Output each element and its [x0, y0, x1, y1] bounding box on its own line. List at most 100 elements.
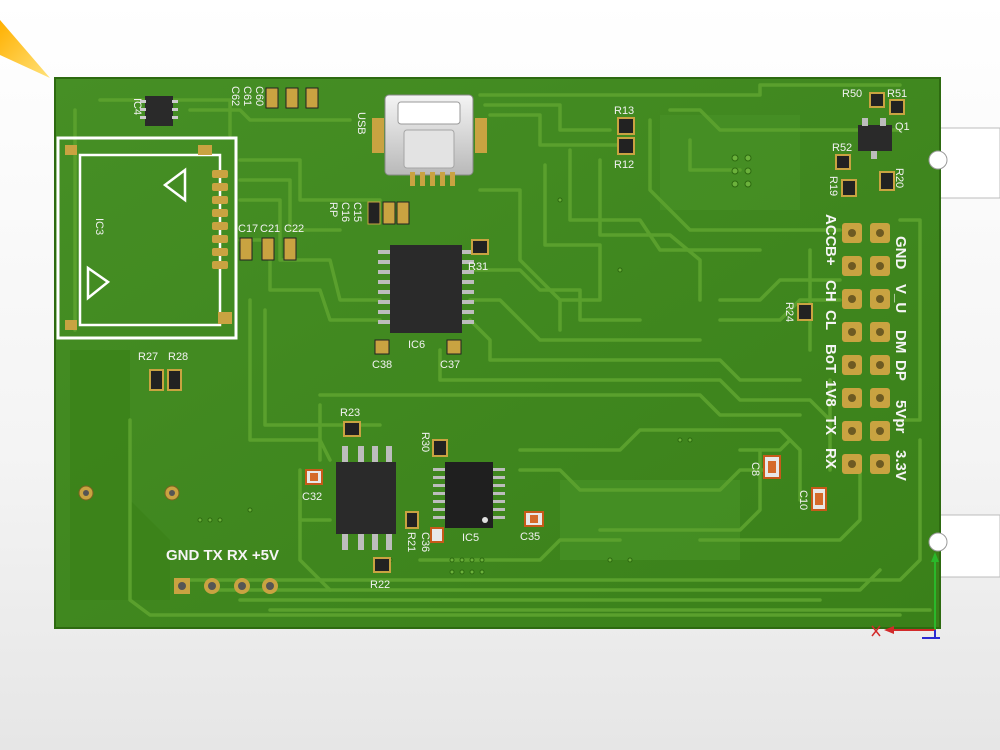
label-r22: R22 — [370, 579, 390, 591]
header-pad-hole — [876, 394, 884, 402]
label-r31: R31 — [468, 261, 488, 273]
label-c22: C22 — [284, 223, 304, 235]
q1-transistor — [858, 118, 892, 159]
label-c38: C38 — [372, 359, 392, 371]
header-right-label: 5Vpr — [892, 400, 909, 434]
label-r52: R52 — [832, 142, 852, 154]
label-ic6: IC6 — [408, 339, 425, 351]
label-r20: R20 — [893, 168, 905, 188]
label-r28: R28 — [168, 351, 188, 363]
label-c62: C62 — [229, 86, 241, 106]
resistor-r51 — [889, 99, 905, 115]
header-left-label: ACC — [822, 214, 839, 247]
label-ic4: IC4 — [131, 98, 143, 115]
label-ic3: IC3 — [93, 218, 105, 235]
bottom-connector-pads[interactable] — [174, 578, 278, 594]
resistor-r20 — [879, 171, 895, 191]
header-left-label: CL — [822, 310, 839, 330]
caps-c17-c21-c22 — [239, 237, 297, 261]
label-c37: C37 — [440, 359, 460, 371]
header-pad-hole — [848, 295, 856, 303]
label-r27: R27 — [138, 351, 158, 363]
caps-c60-c62 — [265, 87, 319, 109]
mounting-tabs — [937, 127, 1000, 578]
ic3-sd-socket — [56, 136, 238, 340]
label-c16: C16 — [339, 202, 351, 222]
header-left-label: B+ — [822, 246, 839, 266]
label-c61: C61 — [241, 86, 253, 106]
label-rp: RP — [327, 202, 339, 217]
header-pad-hole — [876, 262, 884, 270]
axis-triad-icon — [871, 552, 940, 639]
header-right-label: 3.3V — [892, 450, 909, 481]
label-c17: C17 — [238, 223, 258, 235]
resistor-r31 — [471, 239, 489, 255]
ic4-chip — [140, 96, 178, 126]
header-pad-hole — [848, 427, 856, 435]
ic6-chip — [378, 245, 474, 333]
label-r30: R30 — [419, 432, 431, 452]
header-pad-hole — [848, 394, 856, 402]
label-ic5: IC5 — [462, 532, 479, 544]
header-pad-hole — [848, 328, 856, 336]
resistor-r19 — [841, 179, 857, 197]
header-pad-hole — [848, 262, 856, 270]
label-c32: C32 — [302, 491, 322, 503]
resistor-r24 — [797, 303, 813, 321]
header-pad-hole — [848, 460, 856, 468]
ic5-chip — [433, 462, 505, 528]
resistors-r13-r12 — [617, 117, 635, 155]
header-pad-hole — [876, 295, 884, 303]
label-r13: R13 — [614, 105, 634, 117]
label-r21: R21 — [405, 532, 417, 552]
cap-c37 — [446, 339, 462, 355]
label-q1: Q1 — [895, 121, 910, 133]
label-r23: R23 — [340, 407, 360, 419]
label-c60: C60 — [253, 86, 265, 106]
header-right-label: GND — [892, 236, 909, 270]
cap-c38 — [374, 339, 390, 355]
label-r24: R24 — [783, 302, 795, 322]
header-pad-hole — [876, 427, 884, 435]
pcb-board — [54, 77, 941, 629]
soic8-chip — [336, 446, 396, 550]
header-left-pads[interactable] — [842, 223, 862, 474]
label-usb: USB — [355, 112, 367, 135]
label-r50: R50 — [842, 88, 862, 100]
header-right-label: DP — [892, 360, 909, 381]
label-bottom-connector: GND TX RX +5V — [166, 547, 279, 564]
resistor-r22 — [373, 557, 391, 573]
header-left-label: CH — [822, 280, 839, 302]
resistor-r52 — [835, 154, 851, 170]
header-pad-hole — [876, 229, 884, 237]
label-c10: C10 — [797, 490, 809, 510]
resistor-r21 — [405, 511, 419, 529]
header-pad-hole — [876, 328, 884, 336]
copper-traces — [73, 83, 932, 617]
header-pad-hole — [876, 361, 884, 369]
usb-connector — [372, 94, 487, 186]
header-left-label: BoT — [822, 344, 839, 373]
label-r12: R12 — [614, 159, 634, 171]
label-c36: C36 — [419, 532, 431, 552]
label-c15: C15 — [351, 202, 363, 222]
header-right-label: DM — [892, 330, 909, 353]
resistors-r27-r28 — [149, 369, 182, 391]
header-right-pads[interactable] — [870, 223, 890, 474]
label-c8: C8 — [749, 462, 761, 476]
header-left-label: 1V8 — [822, 380, 839, 407]
header-pad-hole — [848, 361, 856, 369]
cap-c36 — [430, 527, 444, 543]
label-r51: R51 — [887, 88, 907, 100]
header-left-label: TX — [822, 416, 839, 435]
label-c21: C21 — [260, 223, 280, 235]
view-cone-icon — [0, 20, 50, 78]
resistor-r30 — [432, 439, 448, 457]
label-c35: C35 — [520, 531, 540, 543]
header-pad-hole — [848, 229, 856, 237]
resistor-r50 — [869, 92, 885, 108]
header-pad-hole — [876, 460, 884, 468]
